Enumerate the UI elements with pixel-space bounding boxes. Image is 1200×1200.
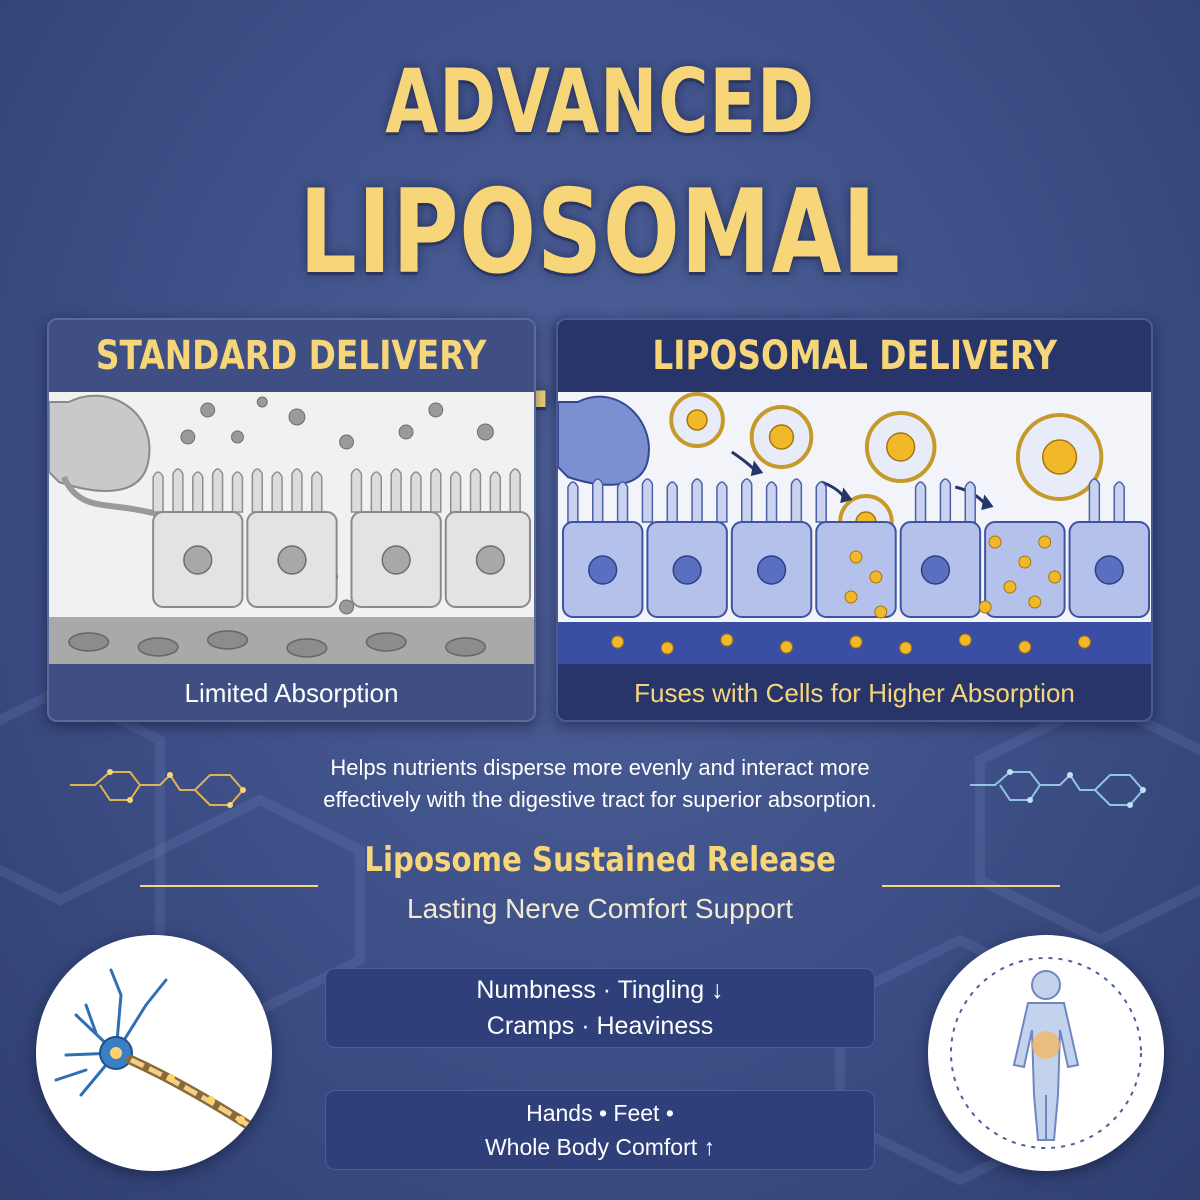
molecule-icon xyxy=(70,769,246,808)
standard-delivery-heading-text: STANDARD DELIVERY xyxy=(96,333,487,379)
comfort-areas-line-2: Whole Body Comfort ↑ xyxy=(484,1134,716,1160)
standard-delivery-illustration xyxy=(49,392,534,664)
headline-line-1: ADVANCED xyxy=(385,50,815,153)
sustained-release-title-text: Liposome Sustained Release xyxy=(364,840,836,880)
reduced-symptoms-box: Numbness · Tingling ↓ Cramps · Heaviness xyxy=(325,968,875,1048)
liposomal-delivery-caption: Fuses with Cells for Higher Absorption xyxy=(634,677,1075,708)
description-line-2: effectively with the digestive tract for… xyxy=(323,787,877,812)
sustained-release-title: Liposome Sustained Release xyxy=(0,840,1200,880)
neuron-icon xyxy=(36,935,272,1171)
molecule-icon xyxy=(970,769,1146,808)
liposomal-delivery-heading: LIPOSOMAL DELIVERY xyxy=(558,320,1151,392)
absorption-description: Helps nutrients disperse more evenly and… xyxy=(250,752,950,816)
liposomal-delivery-illustration xyxy=(558,392,1151,664)
standard-delivery-heading: STANDARD DELIVERY xyxy=(49,320,534,392)
standard-delivery-panel: STANDARD DELIVERY xyxy=(47,318,536,722)
standard-delivery-caption: Limited Absorption xyxy=(184,677,399,708)
description-line-1: Helps nutrients disperse more evenly and… xyxy=(330,755,870,780)
comfort-areas-line-1: Hands • Feet • xyxy=(526,1100,674,1126)
liposomal-delivery-heading-text: LIPOSOMAL DELIVERY xyxy=(652,333,1057,379)
reduced-symptoms-line-1: Numbness · Tingling ↓ xyxy=(476,976,724,1004)
divider-right xyxy=(882,885,1060,887)
reduced-symptoms-line-2: Cramps · Heaviness xyxy=(486,1012,714,1040)
sustained-release-subtitle: Lasting Nerve Comfort Support xyxy=(407,893,793,924)
human-body-icon xyxy=(928,935,1164,1171)
liposomal-delivery-panel: LIPOSOMAL DELIVERY xyxy=(556,318,1153,722)
divider-left xyxy=(140,885,318,887)
comfort-areas-box: Hands • Feet • Whole Body Comfort ↑ xyxy=(325,1090,875,1170)
